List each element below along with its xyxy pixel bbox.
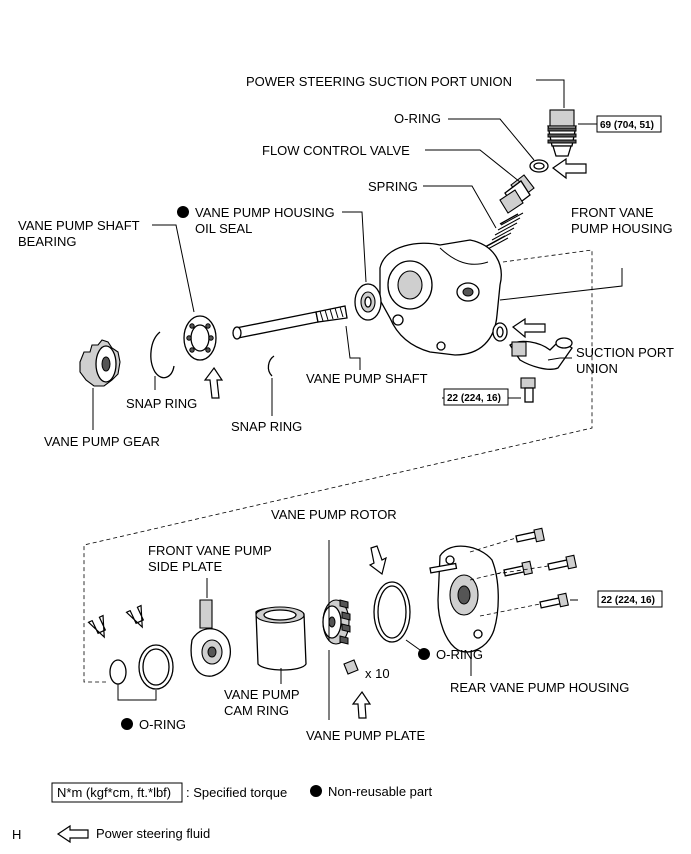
label-o-ring-bottom: O-RING bbox=[139, 717, 186, 732]
label-front-vane-pump-housing-line1: FRONT VANE bbox=[571, 205, 654, 220]
front-vane-pump-side-plate bbox=[190, 599, 231, 677]
vane-pump-shaft bbox=[232, 305, 348, 340]
label-vane-pump-housing-oil-seal-line2: OIL SEAL bbox=[195, 221, 252, 236]
label-front-vane-pump-side-plate-line1: FRONT VANE PUMP bbox=[148, 543, 272, 558]
corner-letter: H bbox=[12, 827, 21, 842]
label-snap-ring-right: SNAP RING bbox=[231, 419, 302, 434]
vane-pump-cam-ring bbox=[255, 606, 307, 671]
non-reusable-marker-oil-seal bbox=[177, 206, 189, 218]
vane-pump-plate bbox=[343, 659, 359, 675]
label-vane-pump-shaft-bearing-line1: VANE PUMP SHAFT bbox=[18, 218, 140, 233]
label-front-vane-pump-side-plate-line2: SIDE PLATE bbox=[148, 559, 223, 574]
label-suction-port-union-line1: SUCTION PORT bbox=[576, 345, 674, 360]
label-vane-pump-shaft-bearing-line2: BEARING bbox=[18, 234, 77, 249]
flow-control-valve bbox=[499, 174, 535, 214]
torque-box-top: 69 (704, 51) bbox=[596, 115, 662, 133]
power-steering-suction-port-union bbox=[547, 109, 577, 157]
rear-housing-bolt-4 bbox=[539, 592, 569, 609]
legend-torque-text: : Specified torque bbox=[186, 785, 287, 800]
label-o-ring-top: O-RING bbox=[394, 111, 441, 126]
legend-torque-box bbox=[51, 782, 183, 803]
rear-housing-bolt-3 bbox=[547, 554, 577, 571]
label-vane-pump-shaft: VANE PUMP SHAFT bbox=[306, 371, 428, 386]
spring bbox=[484, 212, 524, 251]
fluid-arrow-rear bbox=[368, 545, 387, 576]
vane-pump-gear bbox=[79, 339, 121, 387]
label-power-steering-suction-port-union: POWER STEERING SUCTION PORT UNION bbox=[246, 74, 512, 89]
label-vane-pump-cam-ring-line2: CAM RING bbox=[224, 703, 289, 718]
label-snap-ring-left: SNAP RING bbox=[126, 396, 197, 411]
fluid-arrow-plate bbox=[351, 690, 372, 719]
fluid-arrow-lower-2 bbox=[125, 604, 145, 629]
legend-non-reusable-marker bbox=[310, 785, 322, 797]
torque-value-suction-bolt: 22 (224, 16) bbox=[447, 393, 501, 404]
torque-value-rear-bolt: 22 (224, 16) bbox=[601, 595, 655, 606]
label-vane-pump-cam-ring-line1: VANE PUMP bbox=[224, 687, 300, 702]
o-ring-right bbox=[373, 581, 411, 643]
legend-torque-units: N*m (kgf*cm, ft.*lbf) bbox=[57, 785, 171, 800]
non-reusable-marker-o-ring-right bbox=[418, 648, 430, 660]
torque-value-top: 69 (704, 51) bbox=[600, 120, 654, 131]
label-times-ten: x 10 bbox=[365, 666, 390, 681]
fluid-arrow-lower-1 bbox=[87, 614, 107, 639]
front-vane-pump-housing bbox=[379, 239, 502, 356]
vane-pump-shaft-bearing bbox=[183, 315, 217, 361]
rear-group-outline bbox=[83, 439, 541, 683]
snap-ring-right bbox=[267, 355, 275, 377]
o-ring-housing-side bbox=[492, 322, 508, 342]
label-vane-pump-gear: VANE PUMP GEAR bbox=[44, 434, 160, 449]
label-o-ring-right: O-RING bbox=[436, 647, 483, 662]
torque-box-suction-bolt: 22 (224, 16) bbox=[443, 388, 509, 406]
legend: N*m (kgf*cm, ft.*lbf) : Specified torque… bbox=[12, 782, 432, 844]
label-rear-vane-pump-housing: REAR VANE PUMP HOUSING bbox=[450, 680, 629, 695]
front-group-outline bbox=[502, 249, 593, 441]
label-spring: SPRING bbox=[368, 179, 418, 194]
fluid-arrow-top bbox=[551, 157, 587, 180]
label-vane-pump-rotor: VANE PUMP ROTOR bbox=[271, 507, 397, 522]
suction-port-union-bolt bbox=[520, 377, 536, 403]
non-reusable-marker-o-ring-bottom bbox=[121, 718, 133, 730]
o-ring-small bbox=[109, 659, 127, 685]
bolt-alignment-lines bbox=[469, 537, 549, 617]
vane-pump-rotor bbox=[322, 599, 351, 645]
torque-box-rear-bolt: 22 (224, 16) bbox=[597, 590, 663, 608]
rear-vane-pump-housing bbox=[429, 545, 499, 653]
vane-pump-housing-oil-seal bbox=[354, 283, 382, 321]
leader-lines bbox=[92, 79, 623, 720]
rear-housing-bolt-1 bbox=[515, 527, 545, 543]
rear-housing-bolt-2 bbox=[503, 560, 533, 577]
snap-ring-left bbox=[150, 331, 175, 379]
label-suction-port-union-line2: UNION bbox=[576, 361, 618, 376]
label-front-vane-pump-housing-line2: PUMP HOUSING bbox=[571, 221, 673, 236]
fluid-arrow-bearing bbox=[203, 366, 224, 399]
suction-port-union bbox=[509, 337, 573, 370]
o-ring-large bbox=[138, 644, 174, 690]
label-flow-control-valve: FLOW CONTROL VALVE bbox=[262, 143, 410, 158]
legend-fluid-arrow-icon bbox=[56, 824, 89, 844]
o-ring-top bbox=[529, 159, 549, 173]
label-vane-pump-housing-oil-seal-line1: VANE PUMP HOUSING bbox=[195, 205, 335, 220]
legend-fluid-text: Power steering fluid bbox=[96, 826, 210, 841]
label-vane-pump-plate: VANE PUMP PLATE bbox=[306, 728, 426, 743]
legend-non-reusable-text: Non-reusable part bbox=[328, 784, 432, 799]
fluid-arrow-housing bbox=[511, 317, 546, 339]
